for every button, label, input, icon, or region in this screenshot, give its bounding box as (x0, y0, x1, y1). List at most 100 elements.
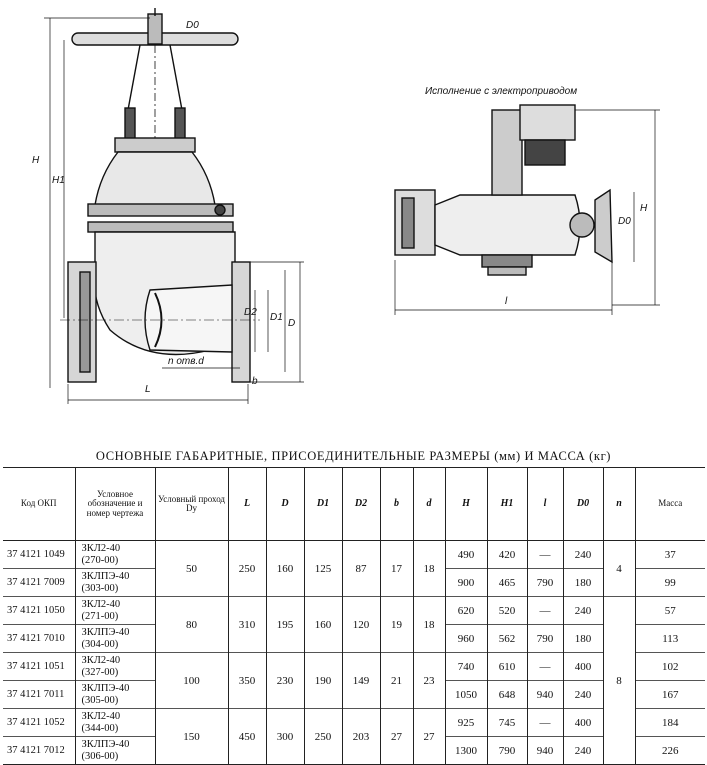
designation-drawing: (344-00) (81, 722, 119, 734)
cell-d1: 125 (303, 540, 342, 597)
cell-d0: 240 (562, 596, 603, 625)
cell-d2: 87 (341, 540, 380, 597)
cell-b: 19 (379, 596, 413, 653)
cell-d0: 400 (562, 652, 603, 681)
cell-code: 37 4121 7011 (7, 689, 65, 700)
designation-name: ЗКЛ2-40 (81, 599, 121, 611)
cell-code: 37 4121 7010 (7, 633, 65, 644)
designation-name: ЗКЛПЭ-40 (81, 571, 130, 583)
dim-label-h-electric: H (640, 203, 648, 214)
designation-drawing: (305-00) (81, 694, 119, 706)
cell-l: 350 (227, 652, 266, 709)
cell-d-hole: 18 (412, 540, 445, 597)
cell-dn: 100 (154, 652, 228, 709)
cell-designation: ЗКЛПЭ-40(306-00) (74, 736, 155, 765)
cell-l-small: — (526, 596, 563, 625)
cell-d0: 240 (562, 540, 603, 569)
handwheel (71, 8, 239, 46)
cell-h: 1300 (444, 736, 487, 765)
header-code: Код ОКП (3, 467, 75, 541)
cell-d: 230 (265, 652, 304, 709)
designation-drawing: (271-00) (81, 610, 119, 622)
cell-d-hole: 27 (412, 708, 445, 765)
cell-n: 4 (602, 540, 635, 597)
dim-label-d: D (288, 318, 296, 329)
cell-mass: 113 (634, 624, 705, 653)
electric-version-caption: Исполнение с электроприводом (425, 86, 578, 97)
table-title: ОСНОВНЫЕ ГАБАРИТНЫЕ, ПРИСОЕДИНИТЕЛЬНЫЕ Р… (95, 449, 612, 463)
cell-designation: ЗКЛПЭ-40(303-00) (74, 568, 155, 597)
cell-l-small: 790 (526, 624, 563, 653)
cell-d1: 190 (303, 652, 342, 709)
cell-l: 250 (227, 540, 266, 597)
header-n: n (602, 467, 635, 541)
cell-code: 37 4121 1052 (7, 717, 65, 728)
cell-h1: 648 (486, 680, 527, 709)
cell-d0: 180 (562, 568, 603, 597)
cell-mass: 167 (634, 680, 705, 709)
designation-drawing: (327-00) (81, 666, 119, 678)
cell-h: 490 (444, 540, 487, 569)
cell-h1: 562 (486, 624, 527, 653)
dim-label-h: H (32, 155, 40, 166)
dim-label-d0-electric: D0 (618, 216, 631, 227)
cell-designation: ЗКЛ2-40(270-00) (74, 540, 155, 569)
header-d2: D2 (341, 467, 380, 541)
cell-mass: 57 (634, 596, 705, 625)
cell-h: 620 (444, 596, 487, 625)
cell-l-small: — (526, 652, 563, 681)
bonnet (94, 151, 216, 206)
cell-dn: 50 (154, 540, 228, 597)
cell-designation: ЗКЛ2-40(327-00) (74, 652, 155, 681)
cell-code: 37 4121 7009 (7, 577, 65, 588)
header-l: L (227, 467, 266, 541)
cell-h: 1050 (444, 680, 487, 709)
cell-b: 17 (379, 540, 413, 597)
cell-d: 195 (265, 596, 304, 653)
cell-designation: ЗКЛПЭ-40(304-00) (74, 624, 155, 653)
cell-n: 8 (602, 596, 635, 765)
dim-label-h1: H1 (52, 175, 65, 186)
cell-d0: 400 (562, 708, 603, 737)
valve-drawing (44, 8, 660, 404)
header-d1: D1 (303, 467, 342, 541)
cell-d2: 203 (341, 708, 380, 765)
cell-h1: 790 (486, 736, 527, 765)
dim-label-d0: D0 (186, 20, 199, 31)
designation-drawing: (306-00) (81, 750, 119, 762)
cell-l-small: 790 (526, 568, 563, 597)
cell-h: 925 (444, 708, 487, 737)
designation-name: ЗКЛ2-40 (81, 711, 121, 723)
header-designation: Условное обозначение и номер чертежа (74, 467, 155, 541)
cell-h1: 520 (486, 596, 527, 625)
cell-d2: 149 (341, 652, 380, 709)
designation-name: ЗКЛ2-40 (81, 655, 121, 667)
cell-l-small: 940 (526, 736, 563, 765)
designation-drawing: (304-00) (81, 638, 119, 650)
cell-code: 37 4121 1051 (7, 661, 65, 672)
cell-b: 27 (379, 708, 413, 765)
cell-mass: 184 (634, 708, 705, 737)
cell-h1: 610 (486, 652, 527, 681)
cell-code: 37 4121 1050 (7, 605, 65, 616)
cell-d0: 240 (562, 736, 603, 765)
dim-label-b: b (252, 376, 258, 387)
designation-name: ЗКЛПЭ-40 (81, 683, 130, 695)
cell-l: 450 (227, 708, 266, 765)
cell-mass: 37 (634, 540, 705, 569)
header-d-hole: d (412, 467, 445, 541)
yoke (114, 44, 196, 170)
header-h: H (444, 467, 487, 541)
header-dn: Условный проход Dy (154, 467, 228, 541)
dimensions-table: Код ОКП Условное обозначение и номер чер… (3, 467, 705, 765)
cell-designation: ЗКЛ2-40(344-00) (74, 708, 155, 737)
cell-h1: 465 (486, 568, 527, 597)
dim-label-d2: D2 (244, 307, 257, 318)
header-d0: D0 (562, 467, 603, 541)
